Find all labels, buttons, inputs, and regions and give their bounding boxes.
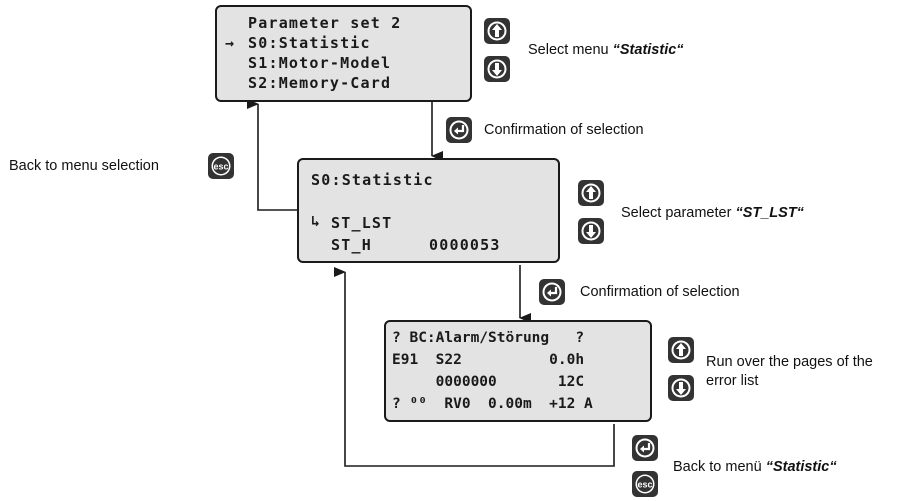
up-button[interactable] [578, 180, 604, 206]
enter-icon [542, 282, 562, 302]
menu-item-statistic[interactable]: S0:Statistic [248, 34, 371, 52]
down-arrow-icon [581, 221, 601, 241]
up-button[interactable] [668, 337, 694, 363]
selection-pointer: → [225, 34, 235, 52]
lcd1-title: Parameter set 2 [248, 14, 402, 32]
up-arrow-icon [671, 340, 691, 360]
svg-text:esc: esc [213, 162, 228, 172]
arrow-back-to-statistic [334, 267, 615, 467]
svg-text:esc: esc [637, 480, 652, 490]
label-select-menu: Select menu “Statistic“ [528, 42, 684, 58]
alarm-line-3: 0000000 12C [392, 374, 585, 390]
label-back-to-menu: Back to menu selection [9, 158, 159, 174]
label-run-over-pages: Run over the pages of the error list [706, 354, 873, 389]
label-back-to-statistic: Back to menü “Statistic“ [673, 459, 837, 475]
esc-icon: esc [211, 156, 231, 176]
parameter-pointer: ↳ [311, 212, 321, 230]
down-arrow-icon [487, 59, 507, 79]
lcd-parameter-set: Parameter set 2 → S0:Statistic S1:Motor-… [215, 5, 472, 102]
esc-button[interactable]: esc [208, 153, 234, 179]
alarm-line-4: ? ⁰⁰ RV0 0.00m +12 A [392, 396, 593, 412]
menu-item-memory-card[interactable]: S2:Memory-Card [248, 74, 392, 92]
down-button[interactable] [484, 56, 510, 82]
alarm-line-2: E91 S22 0.0h [392, 352, 585, 368]
lcd-alarm-list: ? BC:Alarm/Störung ? E91 S22 0.0h 000000… [384, 320, 652, 422]
up-button[interactable] [484, 18, 510, 44]
esc-button[interactable]: esc [632, 471, 658, 497]
parameter-st-h-name[interactable]: ST_H [331, 236, 372, 254]
down-arrow-icon [671, 378, 691, 398]
parameter-st-h-value: 0000053 [429, 236, 501, 254]
up-arrow-icon [487, 21, 507, 41]
enter-button[interactable] [632, 435, 658, 461]
arrow-back-to-menu [247, 99, 297, 211]
enter-icon [635, 438, 655, 458]
parameter-st-lst[interactable]: ST_LST [331, 214, 393, 232]
enter-button[interactable] [539, 279, 565, 305]
menu-item-motor-model[interactable]: S1:Motor-Model [248, 54, 392, 72]
lcd-statistic: S0:Statistic ↳ ST_LST ST_H 0000053 [297, 158, 560, 263]
enter-button[interactable] [446, 117, 472, 143]
up-arrow-icon [581, 183, 601, 203]
esc-icon: esc [635, 474, 655, 494]
label-confirmation-2: Confirmation of selection [580, 284, 740, 300]
enter-icon [449, 120, 469, 140]
lcd2-title: S0:Statistic [311, 171, 434, 189]
label-select-parameter: Select parameter “ST_LST“ [621, 205, 804, 221]
alarm-line-1: ? BC:Alarm/Störung ? [392, 330, 585, 346]
label-confirmation-1: Confirmation of selection [484, 122, 644, 138]
down-button[interactable] [668, 375, 694, 401]
down-button[interactable] [578, 218, 604, 244]
